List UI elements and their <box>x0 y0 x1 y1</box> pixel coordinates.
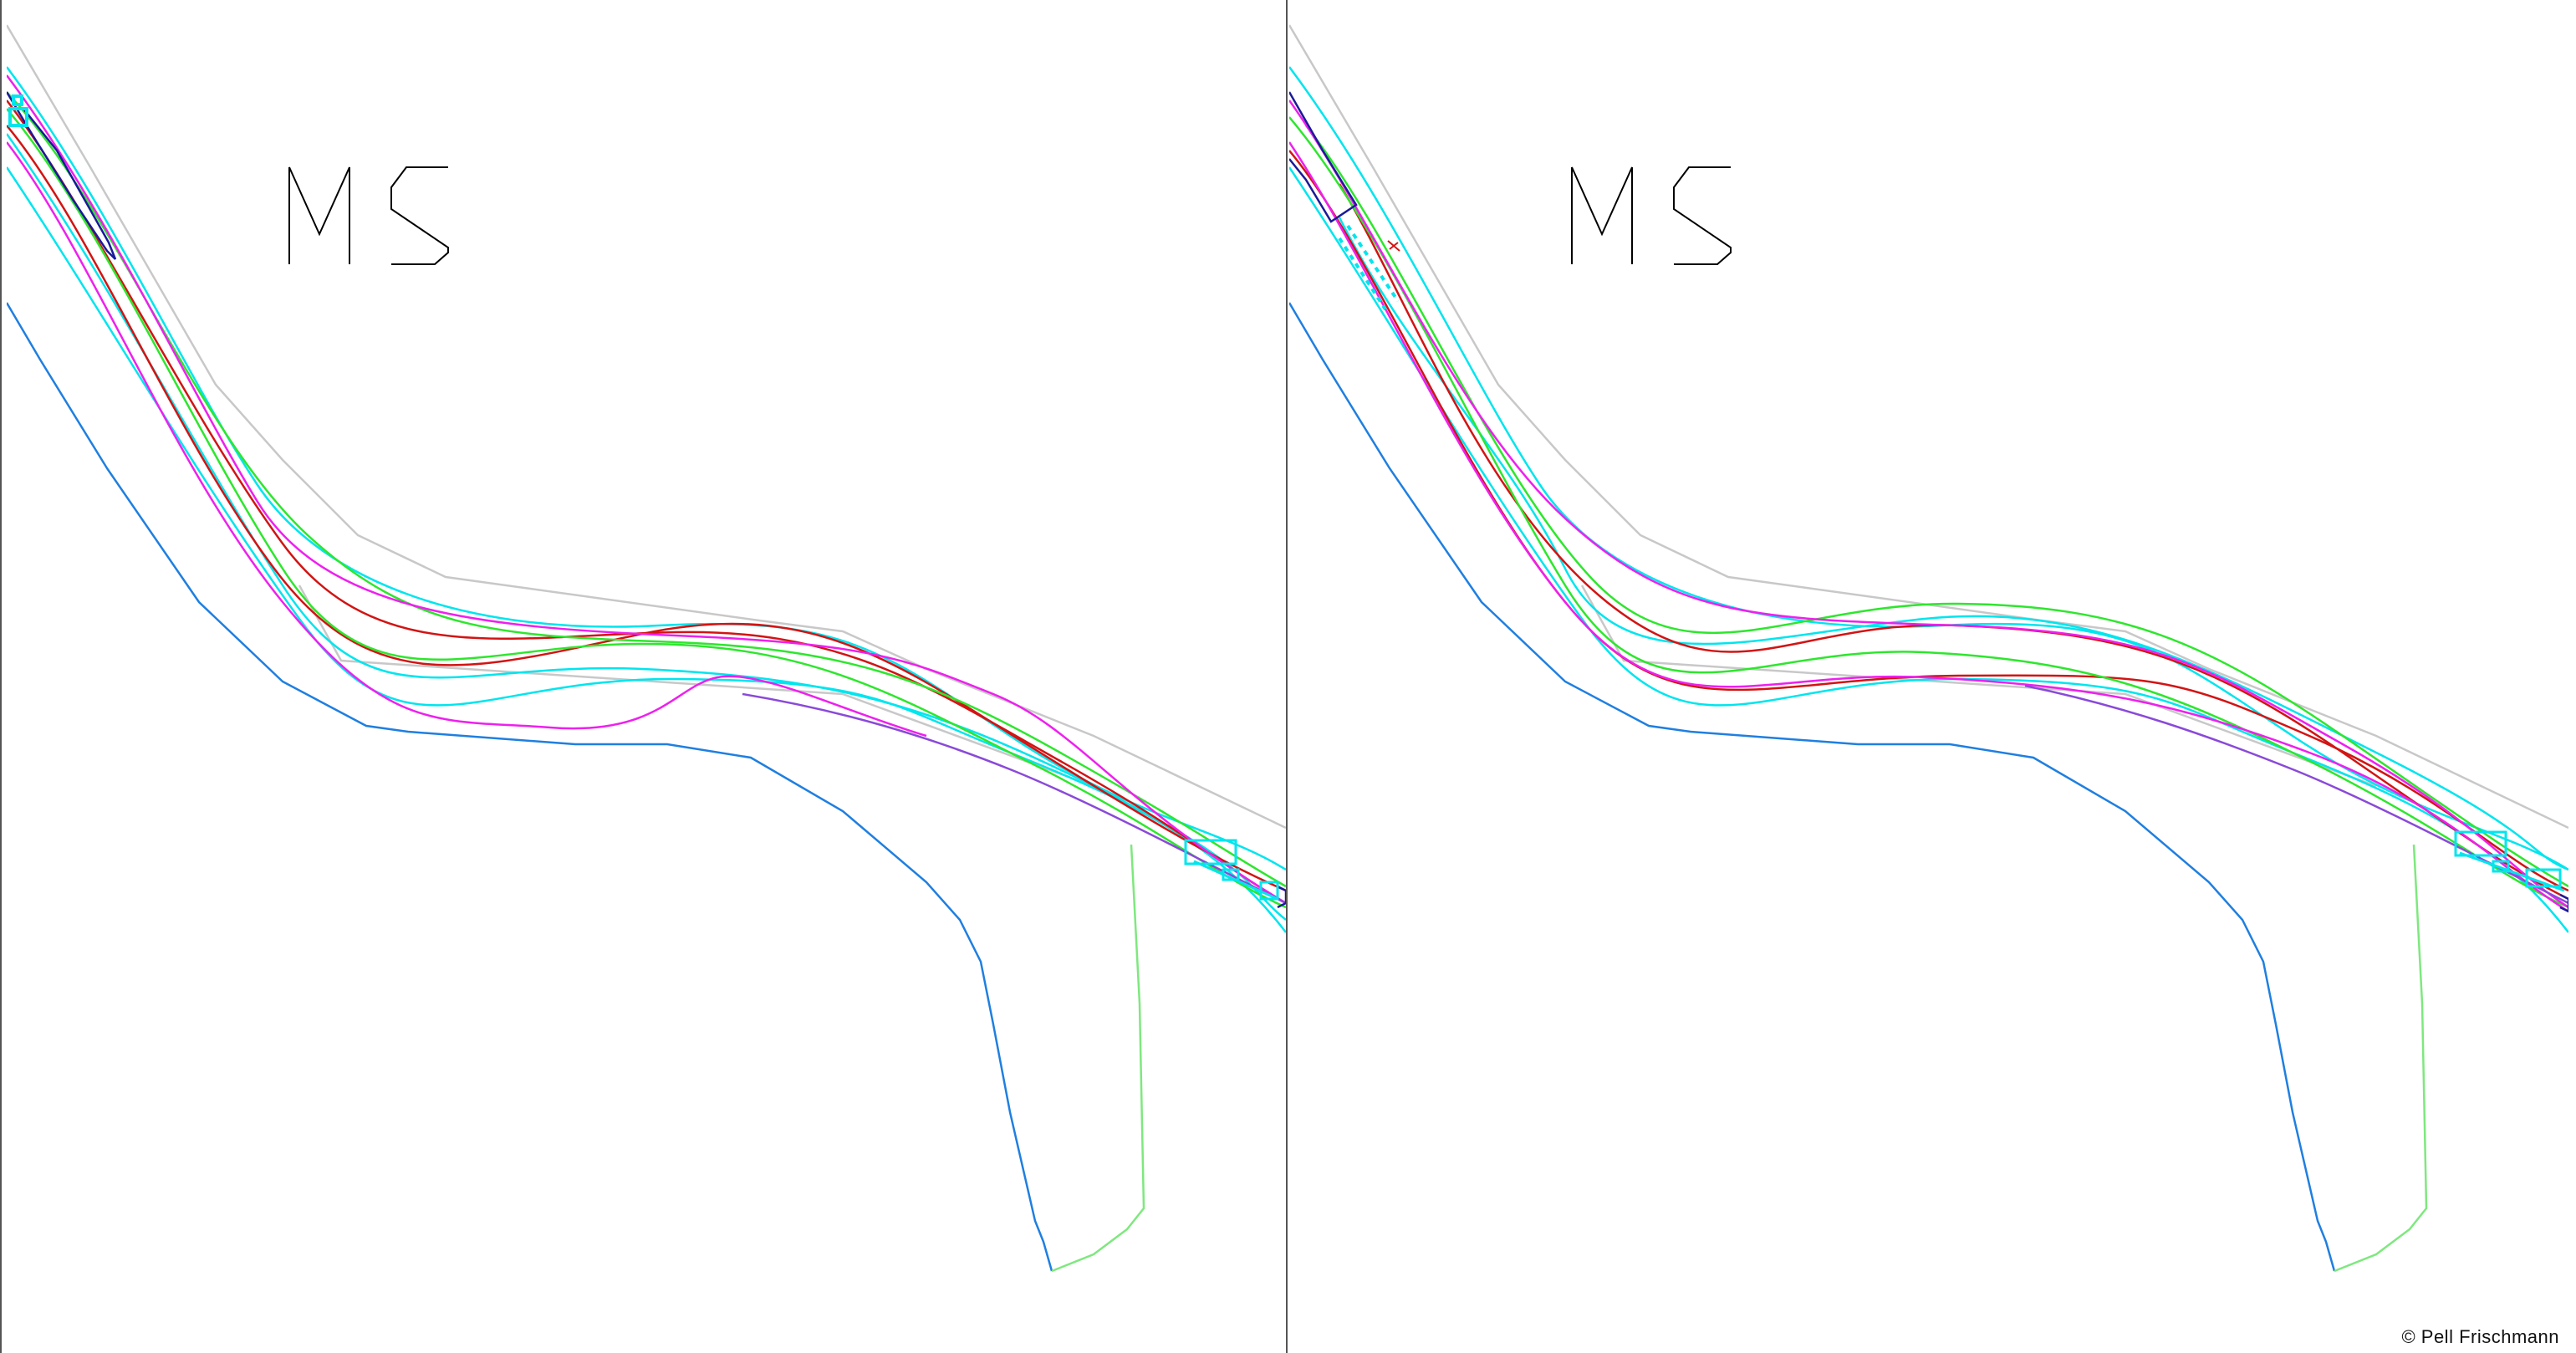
green-alignment <box>1289 116 2568 909</box>
red-alignment <box>1289 150 2568 892</box>
cyan-detail-right <box>1184 839 1279 901</box>
ms-label <box>288 166 449 265</box>
navy-structure-right <box>1277 885 1286 909</box>
green-alignment-2 <box>7 91 1286 888</box>
cyan-edge-mid <box>7 133 1286 921</box>
right-alignment-drawing <box>1289 24 2568 1273</box>
magenta-alignment-upper <box>7 74 1286 905</box>
navy-structure <box>7 91 117 260</box>
green-alignment <box>7 108 1286 909</box>
light-green-boundary <box>1051 844 1145 1273</box>
red-alignment-2 <box>7 100 1286 905</box>
green-alignment-2 <box>1305 125 2568 888</box>
red-alignment-2 <box>1338 183 2568 901</box>
left-drawing-panel <box>7 0 1286 1353</box>
outer-limit-line <box>1289 302 2336 1272</box>
cyan-edge-lower <box>1289 166 2568 933</box>
red-cross-marker <box>1387 240 1400 252</box>
cyan-edge-mid <box>1338 217 2568 871</box>
cyan-detail-left <box>1338 224 1400 311</box>
magenta-alignment <box>7 141 927 738</box>
light-green-boundary <box>2334 844 2428 1273</box>
site-boundary-line-lower <box>298 585 1094 788</box>
magenta-alignment <box>1289 100 2568 909</box>
right-drawing-panel <box>1289 0 2568 1353</box>
left-alignment-drawing <box>7 24 1286 1273</box>
panel-divider <box>1286 0 1288 1353</box>
cyan-detail-right <box>2454 830 2565 892</box>
cyan-detail-left <box>8 94 28 127</box>
site-boundary-line <box>7 24 1286 830</box>
magenta-alignment-lower <box>1289 141 2568 913</box>
navy-structure <box>1289 91 1358 223</box>
red-alignment <box>7 125 1286 892</box>
site-boundary-line <box>1289 24 2568 830</box>
outer-limit-line <box>7 302 1053 1272</box>
copyright-notice: © Pell Frischmann <box>2401 1326 2559 1347</box>
purple-alignment <box>742 692 1286 905</box>
ms-label-right <box>1571 166 1732 265</box>
navy-structure-right <box>2559 893 2568 913</box>
left-border <box>0 0 2 1353</box>
cyan-edge-upper <box>1289 66 2568 871</box>
cyan-edge-lower <box>7 166 1286 933</box>
